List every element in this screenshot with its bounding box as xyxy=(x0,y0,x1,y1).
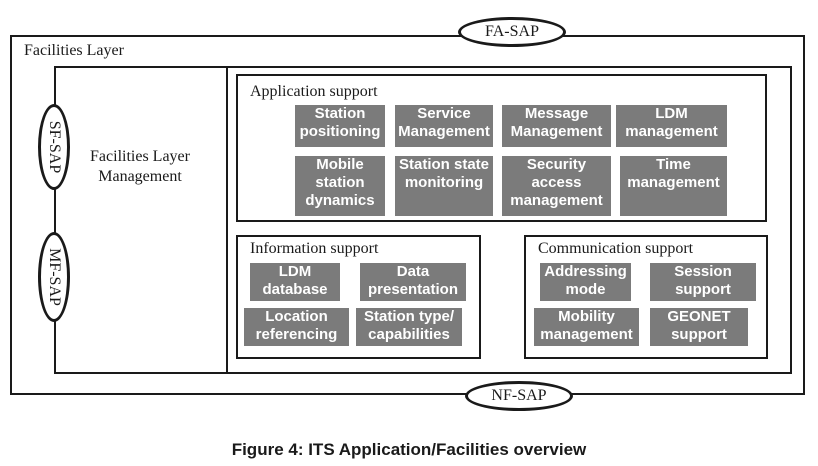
application-support-title: Application support xyxy=(250,83,378,100)
function-station-state-monitoring: Station state monitoring xyxy=(395,156,493,216)
function-mobile-station-dynamics: Mobile station dynamics xyxy=(295,156,385,216)
function-ldm-management: LDM management xyxy=(616,105,727,147)
function-message-management: Message Management xyxy=(502,105,611,147)
function-session-support: Session support xyxy=(650,263,756,301)
information-support-title: Information support xyxy=(250,240,379,257)
facilities-layer-box xyxy=(10,35,805,395)
facilities-layer-management-label: Facilities Layer Management xyxy=(90,148,190,185)
function-time-management: Time management xyxy=(620,156,727,216)
sf-sap: SF-SAP xyxy=(38,104,70,190)
function-ldm-database: LDM database xyxy=(250,263,340,301)
function-addressing-mode: Addressing mode xyxy=(540,263,631,301)
function-mobility-management: Mobility management xyxy=(534,308,639,346)
communication-support-title: Communication support xyxy=(538,240,694,257)
function-service-management: Service Management xyxy=(395,105,493,147)
mf-sap: MF-SAP xyxy=(38,232,70,322)
management-divider xyxy=(226,66,228,374)
nf-sap: NF-SAP xyxy=(465,381,573,411)
facilities-inner-box xyxy=(54,66,792,374)
function-data-presentation: Data presentation xyxy=(360,263,466,301)
function-station-type-capabilities: Station type/ capabilities xyxy=(356,308,462,346)
facilities-layer-label: Facilities Layer xyxy=(24,42,124,59)
function-location-referencing: Location referencing xyxy=(244,308,349,346)
function-geonet-support: GEONET support xyxy=(650,308,748,346)
figure-caption: Figure 4: ITS Application/Facilities ove… xyxy=(231,440,587,459)
fa-sap: FA-SAP xyxy=(458,17,566,47)
function-security-access-management: Security access management xyxy=(502,156,611,216)
function-station-positioning: Station positioning xyxy=(295,105,385,147)
